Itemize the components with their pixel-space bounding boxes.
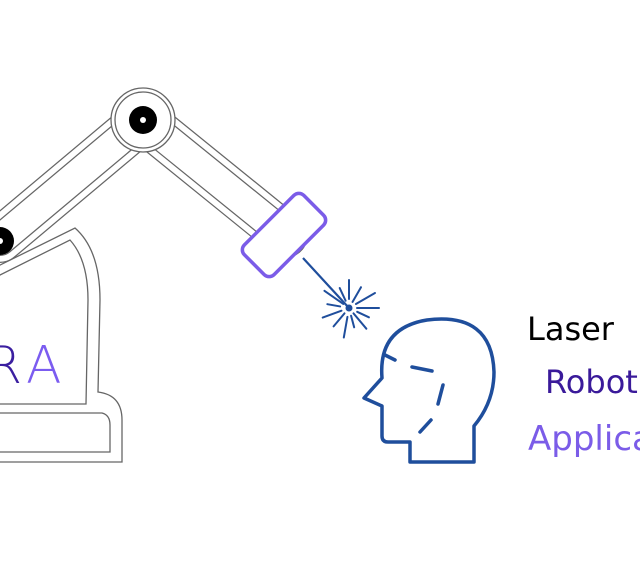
spark-ray <box>321 309 343 319</box>
shoulder-joint <box>0 227 14 255</box>
spark-ray <box>326 303 342 308</box>
logo-text: RA <box>0 340 68 392</box>
spark-ray <box>351 286 362 303</box>
laser-beam <box>302 257 350 309</box>
spark-ray <box>354 292 376 305</box>
headline-line-3: Applica <box>528 419 640 459</box>
spark-ray <box>356 310 370 319</box>
end-effector <box>240 191 328 279</box>
logo-letter-a: A <box>26 336 68 396</box>
logo-letter-r: R <box>0 336 27 396</box>
headline-line-2: Robot <box>545 363 638 401</box>
spark-ray <box>323 289 345 305</box>
spark-ray <box>338 287 347 302</box>
laser-spark-icon <box>321 279 380 339</box>
headline-line-1: Laser <box>527 310 614 348</box>
spark-ray <box>332 312 346 328</box>
human-head-icon <box>362 317 496 464</box>
spark-ray <box>352 312 368 330</box>
robot-base <box>0 227 123 463</box>
spark-ray <box>342 315 349 339</box>
spark-ray <box>350 314 356 329</box>
elbow-joint <box>110 87 176 153</box>
